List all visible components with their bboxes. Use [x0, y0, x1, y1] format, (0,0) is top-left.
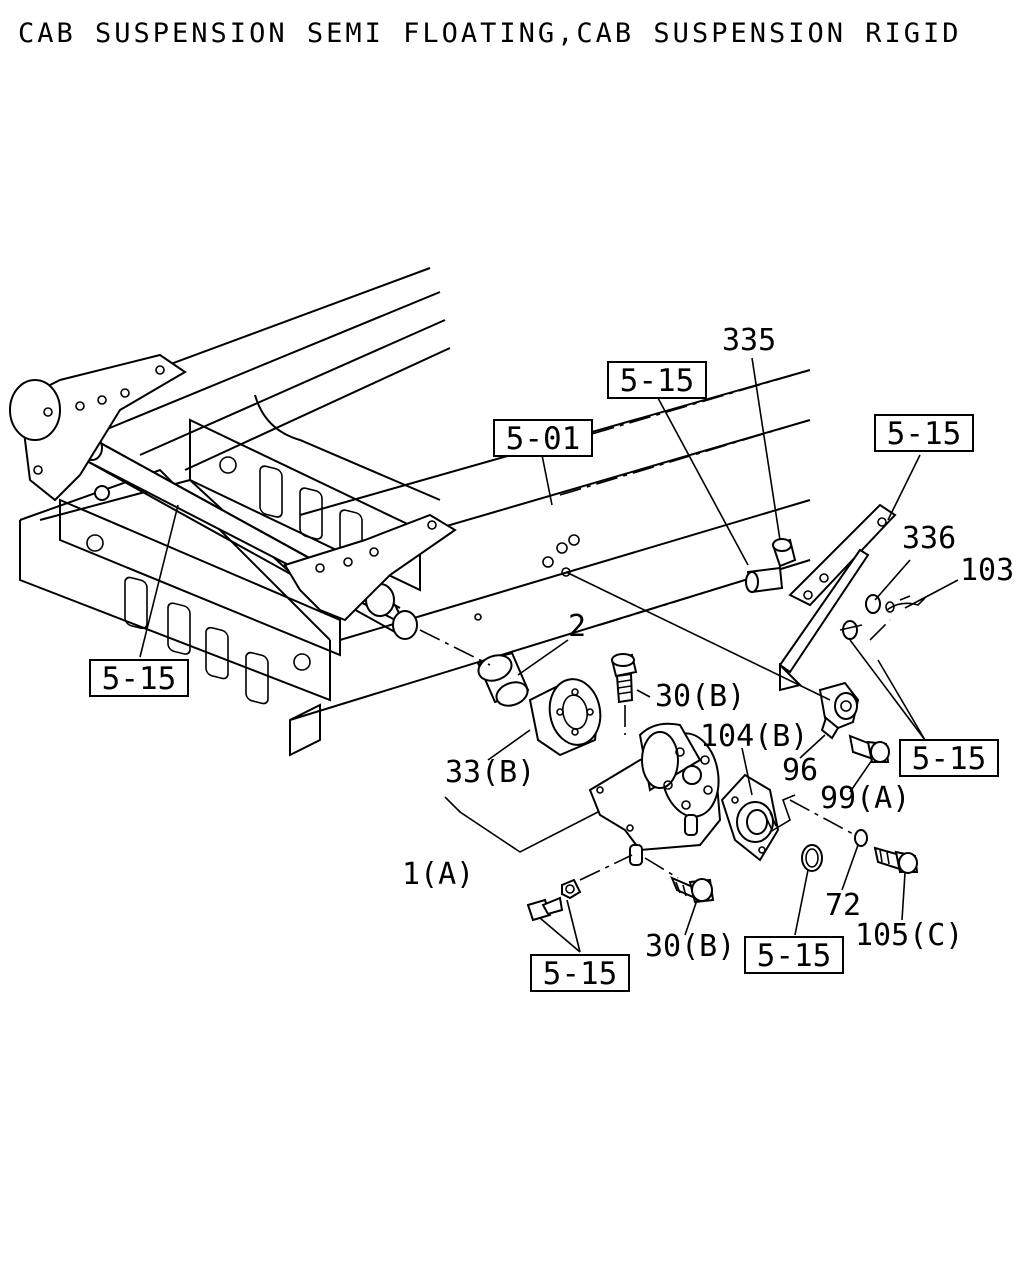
- part-label-336[interactable]: 336: [902, 521, 956, 556]
- part-label-103[interactable]: 103: [960, 553, 1014, 588]
- part-label-33b[interactable]: 33(B): [445, 755, 535, 790]
- cross-member: [19, 394, 441, 705]
- leader-lines: [139, 357, 959, 953]
- ref-box-label: 5-15: [543, 956, 618, 992]
- ref-box-5-15-bottom-mid[interactable]: 5-15: [744, 936, 844, 974]
- part-label-335[interactable]: 335: [722, 323, 776, 358]
- ref-box-5-15-bottom-left[interactable]: 5-15: [530, 954, 630, 992]
- part-label-104b[interactable]: 104(B): [700, 719, 808, 754]
- ref-box-label: 5-15: [102, 661, 177, 697]
- part-label-99a[interactable]: 99(A): [820, 781, 910, 816]
- ref-box-5-15-right[interactable]: 5-15: [899, 739, 999, 777]
- ref-box-label: 5-15: [757, 938, 832, 974]
- bolt-30b-bottom: [670, 876, 715, 904]
- part-label-72[interactable]: 72: [825, 888, 861, 923]
- ref-box-label: 5-01: [506, 421, 581, 457]
- cushion-104b: [720, 773, 780, 862]
- right-bracket: [283, 513, 457, 622]
- part-label-30b-bottom[interactable]: 30(B): [645, 929, 735, 964]
- ref-box-5-15-top-center[interactable]: 5-15: [607, 361, 707, 399]
- pin-335: [771, 538, 797, 568]
- cotter-pin-103: [885, 595, 926, 613]
- bolt-30b-top: [610, 653, 638, 704]
- sleeve-2: [476, 651, 530, 707]
- page-title: CAB SUSPENSION SEMI FLOATING,CAB SUSPENS…: [18, 18, 962, 49]
- bolt-and-nut-left: [526, 878, 582, 922]
- part-label-1a[interactable]: 1(A): [402, 857, 474, 892]
- pin-left: [745, 566, 784, 594]
- end-bracket-96: [818, 681, 860, 740]
- torsion-bar: [81, 435, 418, 640]
- part-label-2[interactable]: 2: [568, 609, 586, 644]
- snap-ring: [801, 844, 823, 872]
- bolt-105c: [873, 846, 919, 874]
- bushing-33b: [528, 678, 602, 757]
- ref-box-5-15-top-right[interactable]: 5-15: [874, 414, 974, 452]
- bolt-99a: [848, 734, 890, 763]
- part-label-30b-top[interactable]: 30(B): [655, 679, 745, 714]
- ref-box-5-15-left[interactable]: 5-15: [89, 659, 189, 697]
- left-bracket: [9, 353, 187, 502]
- washer-72: [854, 829, 868, 847]
- ref-box-label: 5-15: [912, 741, 987, 777]
- part-label-105c[interactable]: 105(C): [855, 918, 963, 953]
- ref-box-label: 5-15: [620, 363, 695, 399]
- ref-box-5-01[interactable]: 5-01: [493, 419, 593, 457]
- mount-bracket-1a: [588, 722, 722, 866]
- ref-box-label: 5-15: [887, 416, 962, 452]
- part-label-96[interactable]: 96: [782, 753, 818, 788]
